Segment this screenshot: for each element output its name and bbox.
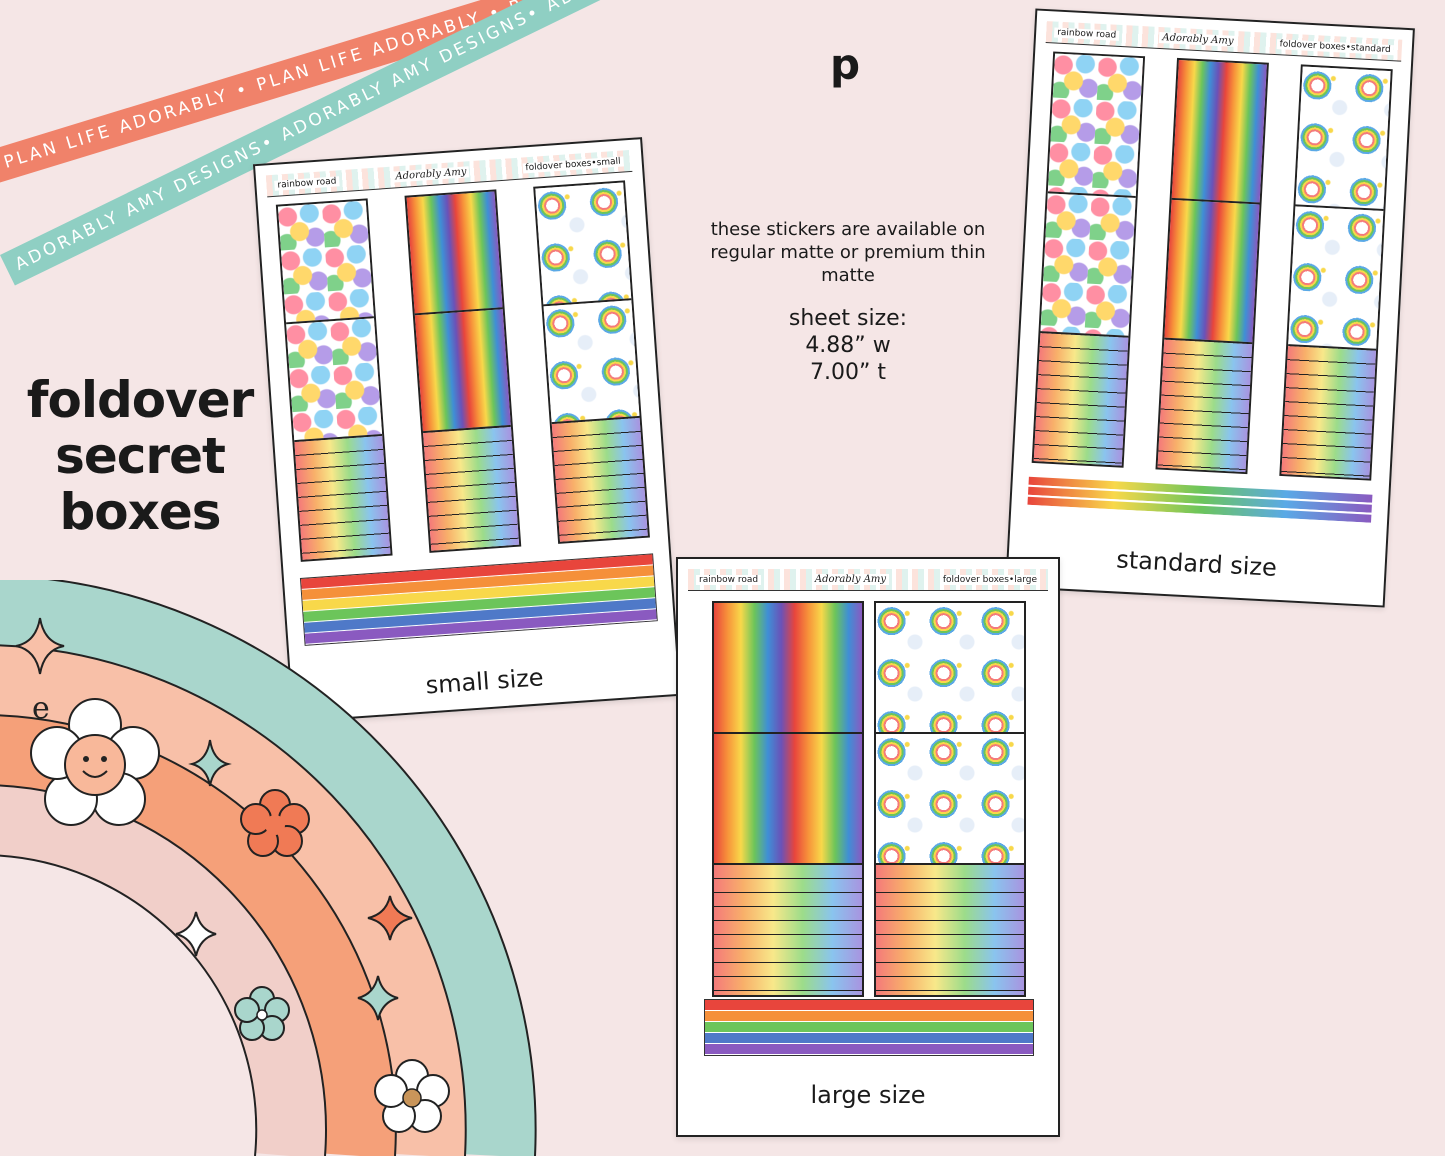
brand-logo: Adorably Amy	[811, 574, 890, 585]
rainbow-strips	[1027, 476, 1373, 525]
title-line-3: boxes	[59, 483, 221, 541]
rainbow-arc-pink	[0, 785, 327, 1156]
caption-large-size: large size	[810, 1081, 926, 1109]
sheet-name: foldover boxes•standard	[1276, 38, 1395, 55]
sheet-theme: rainbow road	[1053, 26, 1120, 41]
stray-letter: p	[830, 40, 861, 89]
sheet-size-label: sheet size:	[788, 306, 908, 331]
foldover-box-stripes	[712, 601, 864, 997]
sparkle-icon	[175, 911, 217, 957]
sticker-sheet-large[interactable]: rainbow road Adorably Amy foldover boxes…	[676, 557, 1060, 1137]
brand-logo: Adorably Amy	[1159, 31, 1237, 48]
white-flower-icon	[374, 1059, 450, 1133]
sparkle-icon	[15, 617, 65, 675]
sheet-size: sheet size: 4.88” w 7.00” t	[690, 305, 1006, 386]
smiley-flower-icon	[30, 698, 160, 826]
foldover-box-rainbows	[874, 601, 1026, 997]
svg-text:e: e	[32, 691, 50, 726]
product-info: these stickers are available on regular …	[690, 218, 1006, 386]
brand-logo: Adorably Amy	[392, 166, 470, 183]
sheet-width: 4.88” w	[805, 333, 891, 358]
sheet-height: 7.00” t	[809, 360, 886, 385]
title-line-1: foldover	[26, 371, 255, 429]
sparkle-icon	[188, 739, 232, 787]
foldover-box-hearts	[1031, 51, 1146, 468]
page-title: foldover secret boxes	[20, 372, 260, 540]
sheet-name: foldover boxes•large	[939, 574, 1040, 585]
rainbow-arc-teal	[0, 580, 536, 1156]
teal-flower-icon	[234, 986, 290, 1041]
orange-flower-icon	[240, 789, 310, 857]
sheet-name: foldover boxes•small	[522, 155, 624, 173]
sheet-header: rainbow road Adorably Amy foldover boxes…	[688, 569, 1048, 591]
foldover-box-stripes	[1155, 57, 1269, 475]
sheet-theme: rainbow road	[696, 574, 762, 585]
rainbow-strips	[704, 999, 1034, 1056]
title-line-2: secret	[55, 427, 226, 485]
sheet-theme: rainbow road	[274, 175, 340, 191]
sparkle-icon	[357, 975, 399, 1021]
foldover-box-stripes	[404, 189, 522, 553]
foldover-box-hearts	[275, 198, 393, 562]
foldover-box-rainbows	[533, 180, 650, 544]
availability-text: these stickers are available on regular …	[710, 219, 986, 286]
sparkle-icon	[367, 895, 413, 941]
rainbow-illustration: e	[0, 580, 537, 1156]
foldover-box-rainbows	[1279, 64, 1393, 481]
caption-standard-size: standard size	[1115, 545, 1278, 582]
sticker-sheet-standard[interactable]: rainbow road Adorably Amy foldover boxes…	[1005, 8, 1415, 608]
